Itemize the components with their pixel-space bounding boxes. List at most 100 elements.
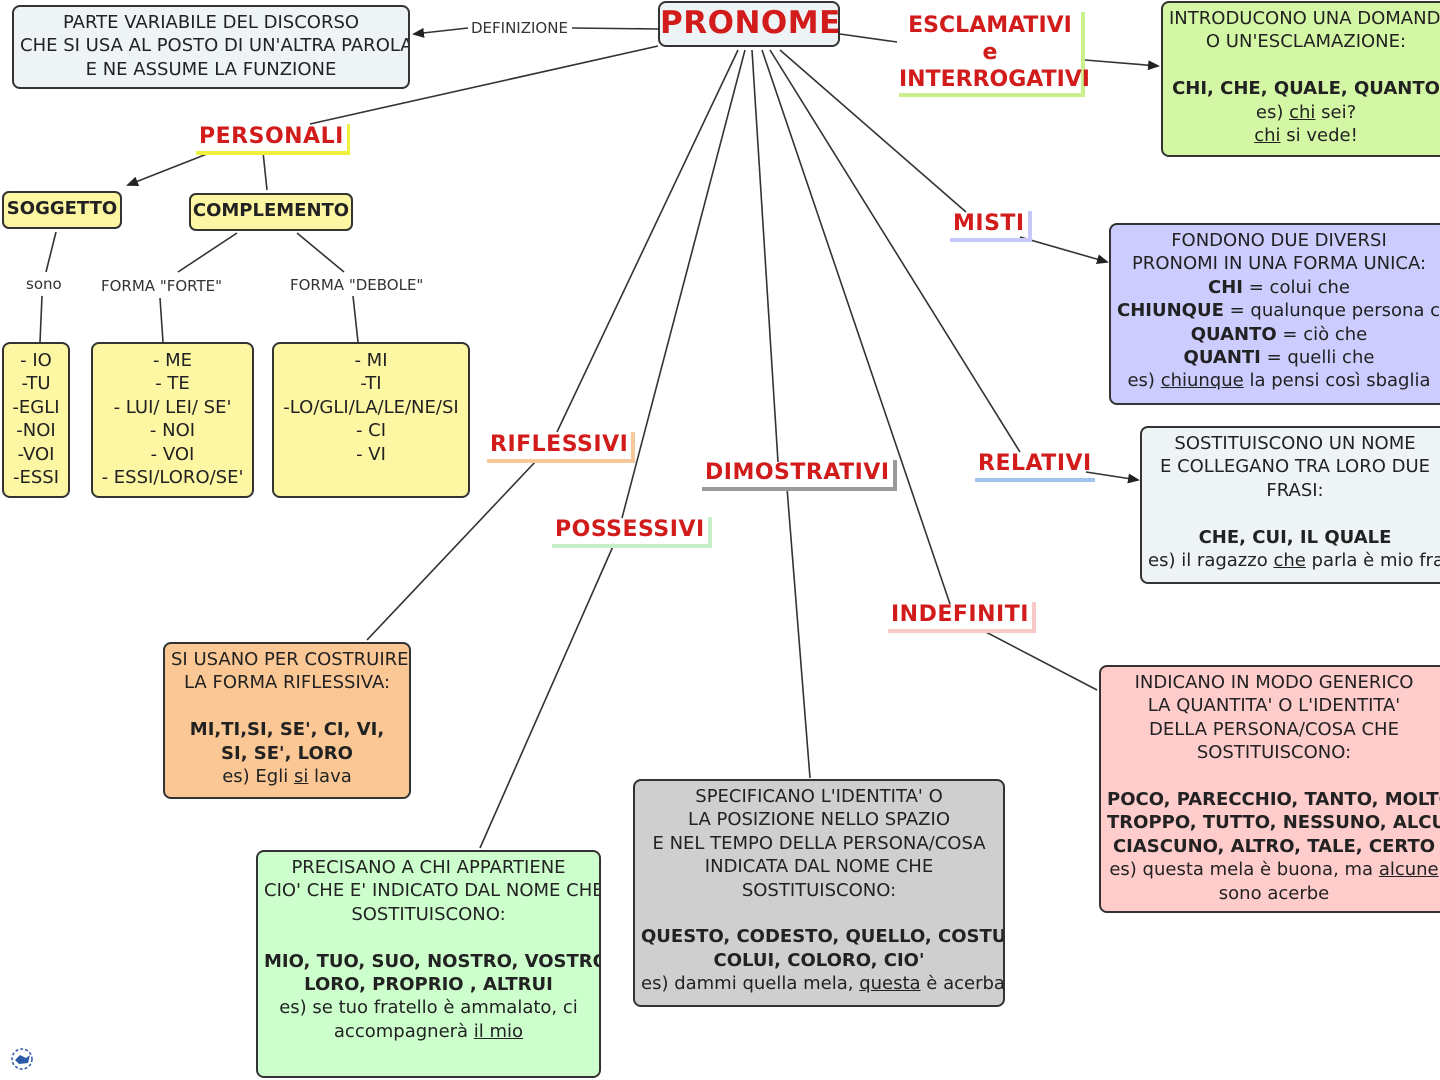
esclamativi-box: INTRODUCONO UNA DOMANDA O UN'ESCLAMAZION… xyxy=(1161,1,1440,157)
example-underlined: chi xyxy=(1254,125,1281,147)
box-keywords: LORO, PROPRIO , ALTRUI xyxy=(304,974,553,996)
list-item: -ESSI xyxy=(12,467,60,489)
box-keywords: CHI, CHE, QUALE, QUANTO xyxy=(1172,78,1440,100)
soggetto-node: SOGGETTO xyxy=(2,191,122,229)
box-line: SOSTITUISCONO: xyxy=(741,879,897,901)
box-keywords: CIASCUNO, ALTRO, TALE, CERTO xyxy=(1112,835,1436,857)
riflessivi-box: SI USANO PER COSTRUIRE LA FORMA RIFLESSI… xyxy=(163,642,411,799)
example-text: es) questa mela è buona, ma xyxy=(1109,859,1379,881)
list-item: - MI xyxy=(354,350,388,371)
example-text: es) xyxy=(1127,370,1161,392)
box-line: DELLA PERSONA/COSA CHE xyxy=(1149,718,1399,740)
list-item: -NOI xyxy=(16,420,56,442)
dimostrativi-box: SPECIFICANO L'IDENTITA' O LA POSIZIONE N… xyxy=(633,779,1005,1007)
box-example: accompagnerà il mio xyxy=(264,1020,593,1043)
definition-line: PARTE VARIABILE DEL DISCORSO xyxy=(62,12,360,33)
example-underlined: che xyxy=(1273,550,1306,572)
box-keywords: MIO, TUO, SUO, NOSTRO, VOSTRO xyxy=(264,950,601,972)
box-line: E NEL TEMPO DELLA PERSONA/COSA xyxy=(652,832,986,854)
row-keyword: QUANTI xyxy=(1183,347,1261,369)
box-example: es) chi sei? xyxy=(1169,101,1440,124)
example-text: es) xyxy=(1255,101,1290,123)
example-underlined: questa xyxy=(859,973,921,995)
box-keywords: CHE, CUI, IL QUALE xyxy=(1198,526,1392,548)
box-line: PRECISANO A CHI APPARTIENE xyxy=(291,857,566,878)
box-line: SOSTITUISCONO: xyxy=(1196,742,1352,764)
relativi-label: RELATIVI xyxy=(975,451,1095,482)
example-underlined: si xyxy=(293,766,309,788)
box-line: FRASI: xyxy=(1266,479,1324,501)
box-line: SPECIFICANO L'IDENTITA' O xyxy=(695,786,943,807)
box-example: es) dammi quella mela, questa è acerba xyxy=(641,972,1003,995)
example-text: si vede! xyxy=(1280,125,1358,147)
example-text: è acerba xyxy=(920,973,1005,995)
definition-line: CHE SI USA AL POSTO DI UN'ALTRA PAROLA xyxy=(20,35,410,57)
list-item: -TU xyxy=(21,373,51,395)
list-item: -VOI xyxy=(17,443,55,465)
box-keywords: SI, SE', LORO xyxy=(221,742,353,764)
row-meaning: = colui che xyxy=(1243,276,1350,298)
box-line: O UN'ESCLAMAZIONE: xyxy=(1205,31,1407,53)
box-line: CIO' CHE E' INDICATO DAL NOME CHE xyxy=(264,880,601,902)
row-meaning: = ciò che xyxy=(1276,323,1368,345)
box-example: es) chiunque la pensi così sbaglia xyxy=(1117,369,1440,392)
box-line: SI USANO PER COSTRUIRE xyxy=(171,649,409,670)
box-keywords: TROPPO, TUTTO, NESSUNO, ALCUNO xyxy=(1107,812,1440,834)
riflessivi-label: RIFLESSIVI xyxy=(487,432,636,463)
box-example: es) il ragazzo che parla è mio frate xyxy=(1148,549,1440,572)
box-line: E COLLEGANO TRA LORO DUE xyxy=(1159,456,1431,478)
list-item: -LO/GLI/LA/LE/NE/SI xyxy=(283,396,459,418)
list-item: - IO xyxy=(20,350,52,371)
list-item: - TE xyxy=(155,373,190,395)
forma-forte-label: FORMA "FORTE" xyxy=(98,277,226,295)
misti-box: FONDONO DUE DIVERSI PRONOMI IN UNA FORMA… xyxy=(1109,223,1440,405)
box-line: SOSTITUISCONO: xyxy=(351,903,506,925)
row-meaning: = quelli che xyxy=(1260,347,1375,369)
definition-box: PARTE VARIABILE DEL DISCORSO CHE SI USA … xyxy=(12,5,410,89)
box-line: SOSTITUISCONO UN NOME xyxy=(1174,433,1416,454)
box-row: CHIUNQUE = qualunque persona che xyxy=(1117,299,1440,322)
forma-debole-label: FORMA "DEBOLE" xyxy=(287,276,427,294)
example-text: lava xyxy=(308,766,352,788)
list-item: - ESSI/LORO/SE' xyxy=(101,467,244,489)
row-meaning: = qualunque persona che xyxy=(1223,300,1440,322)
forma-forte-box: - ME - TE - LUI/ LEI/ SE' - NOI - VOI - … xyxy=(91,342,254,498)
sono-label: sono xyxy=(23,275,65,293)
definizione-label: DEFINIZIONE xyxy=(468,19,571,37)
box-line: INTRODUCONO UNA DOMANDA xyxy=(1169,8,1440,29)
definition-line: E NE ASSUME LA FUNZIONE xyxy=(85,58,337,80)
example-text: parla è mio frate xyxy=(1311,550,1440,572)
list-item: - NOI xyxy=(149,420,196,442)
example-underlined: il mio xyxy=(473,1020,524,1042)
indefiniti-label: INDEFINITI xyxy=(888,602,1036,633)
box-line: FONDONO DUE DIVERSI xyxy=(1171,230,1387,251)
box-row: QUANTO = ciò che xyxy=(1117,323,1440,346)
complemento-node: COMPLEMENTO xyxy=(189,193,353,231)
box-row: QUANTI = quelli che xyxy=(1117,346,1440,369)
box-keywords: QUESTO, CODESTO, QUELLO, COSTUI, xyxy=(641,926,1005,948)
soggetto-list-box: - IO -TU -EGLI -NOI -VOI -ESSI xyxy=(2,342,70,498)
example-text: es) Egli xyxy=(222,766,294,788)
personali-label: PERSONALI xyxy=(196,124,350,155)
example-text: es) il ragazzo xyxy=(1148,550,1274,572)
possessivi-box: PRECISANO A CHI APPARTIENE CIO' CHE E' I… xyxy=(256,850,601,1078)
logo-icon xyxy=(6,1046,38,1072)
page-title: PRONOME xyxy=(660,5,841,41)
list-item: -TI xyxy=(360,373,382,395)
box-line: INDICATA DAL NOME CHE xyxy=(704,856,934,878)
box-line: INDICANO IN MODO GENERICO xyxy=(1134,672,1414,693)
example-underlined: alcune xyxy=(1378,859,1439,881)
box-line: LA QUANTITA' O L'IDENTITA' xyxy=(1147,695,1401,717)
box-line: LA FORMA RIFLESSIVA: xyxy=(183,672,391,694)
box-example: sono acerbe xyxy=(1218,882,1330,904)
example-underlined: chi xyxy=(1289,101,1316,123)
box-row: CHI = colui che xyxy=(1117,276,1440,299)
list-item: - CI xyxy=(355,420,387,442)
esclamativi-label-line: e xyxy=(982,40,998,65)
example-text: sei? xyxy=(1315,101,1357,123)
example-text: accompagnerà xyxy=(333,1020,474,1042)
list-item: - VI xyxy=(356,443,386,465)
dimostrativi-label: DIMOSTRATIVI xyxy=(702,460,897,491)
relativi-box: SOSTITUISCONO UN NOME E COLLEGANO TRA LO… xyxy=(1140,426,1440,584)
box-example: chi si vede! xyxy=(1169,124,1440,147)
